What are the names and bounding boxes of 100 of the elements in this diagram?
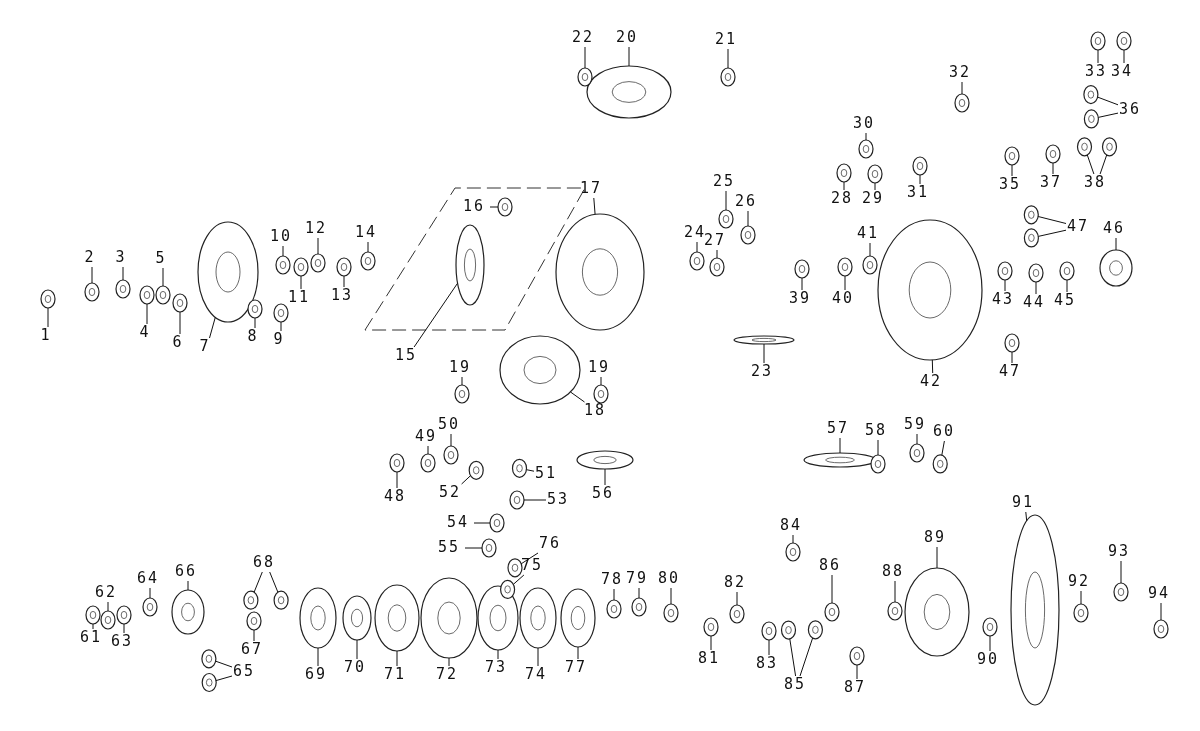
leader-line [497, 649, 499, 660]
reel-part-drawing [1073, 603, 1089, 623]
callout-number: 76 [538, 535, 563, 551]
leader-line [919, 174, 921, 185]
reel-part-drawing [454, 384, 470, 404]
callout-number: 36 [1118, 101, 1143, 117]
callout-number: 41 [856, 225, 881, 241]
reel-part-drawing [577, 67, 593, 87]
reel-part-drawing [497, 197, 513, 217]
reel-part-drawing [606, 599, 622, 619]
leader-line [215, 660, 233, 668]
leader-line [1011, 351, 1013, 364]
leader-line [628, 46, 630, 67]
reel-part-drawing [1076, 137, 1093, 157]
reel-part-drawing [912, 156, 928, 176]
leader-line [1037, 216, 1067, 224]
callout-number: 73 [484, 659, 509, 675]
reel-part-drawing [243, 590, 259, 610]
leader-line [162, 267, 164, 287]
reel-part-drawing [1116, 31, 1132, 51]
reel-part-drawing [1004, 146, 1020, 166]
leader-line [187, 580, 189, 591]
reel-part-drawing [197, 221, 259, 323]
reel-part-drawing [1099, 249, 1133, 287]
leader-line [831, 574, 833, 604]
callout-number: 75 [520, 557, 545, 573]
leader-line [584, 46, 586, 69]
callout-number: 52 [438, 484, 463, 500]
callout-number: 64 [136, 570, 161, 586]
reel-part-drawing [858, 139, 874, 159]
reel-part-drawing [836, 163, 852, 183]
leader-line [865, 132, 867, 141]
reel-part-drawing [733, 335, 795, 345]
callout-number: 49 [414, 428, 439, 444]
leader-line [577, 646, 579, 660]
leader-line [1080, 590, 1082, 605]
callout-number: 43 [991, 291, 1016, 307]
callout-number: 21 [714, 31, 739, 47]
leader-line [122, 266, 124, 281]
reel-part-drawing [1023, 205, 1039, 225]
leader-line [1037, 229, 1067, 237]
callout-number: 13 [330, 287, 355, 303]
callout-number: 88 [881, 563, 906, 579]
leader-line [1052, 162, 1054, 175]
leader-line [1097, 49, 1099, 64]
leader-line [736, 591, 738, 606]
reel-part-drawing [807, 620, 823, 640]
reel-part-drawing [1113, 582, 1129, 602]
reel-part-drawing [455, 224, 485, 306]
reel-part-drawing [40, 289, 56, 309]
reel-part-drawing [115, 279, 131, 299]
reel-part-drawing [85, 605, 101, 625]
leader-line [747, 210, 749, 227]
reel-part-drawing [663, 603, 679, 623]
callout-number: 74 [524, 666, 549, 682]
callout-number: 58 [864, 422, 889, 438]
callout-number: 7 [198, 338, 212, 354]
leader-line [464, 547, 483, 549]
callout-number: 33 [1084, 63, 1109, 79]
reel-part-drawing [500, 579, 516, 599]
reel-part-drawing [576, 450, 634, 470]
leader-line [894, 580, 896, 603]
leader-line [537, 647, 539, 667]
reel-part-drawing [1004, 333, 1020, 353]
callout-number: 84 [779, 517, 804, 533]
reel-part-drawing [171, 589, 205, 635]
callout-number: 80 [657, 570, 682, 586]
leader-line [317, 237, 319, 255]
reel-part-drawing [1083, 85, 1099, 105]
leader-line [1120, 560, 1122, 584]
leader-line [317, 647, 319, 667]
leader-line [844, 275, 846, 291]
callout-number: 23 [750, 363, 775, 379]
reel-part-drawing [374, 584, 420, 652]
reel-part-drawing [718, 209, 734, 229]
leader-line [149, 587, 151, 599]
callout-number: 44 [1022, 294, 1047, 310]
reel-part-drawing [489, 513, 505, 533]
leader-line [367, 241, 369, 253]
reel-part-drawing [1045, 144, 1061, 164]
callout-number: 65 [232, 663, 257, 679]
callout-number: 14 [354, 224, 379, 240]
leader-line [254, 317, 256, 329]
reel-part-drawing [1153, 619, 1169, 639]
reel-part-drawing [794, 259, 810, 279]
callout-number: 62 [94, 584, 119, 600]
callout-number: 19 [587, 359, 612, 375]
callout-number: 63 [110, 633, 135, 649]
reel-part-drawing [740, 225, 756, 245]
reel-part-drawing [593, 384, 609, 404]
leader-line [253, 629, 255, 642]
leader-line [282, 245, 284, 257]
reel-part-drawing [201, 672, 217, 693]
callout-number: 71 [383, 666, 408, 682]
leader-line [1086, 154, 1095, 175]
reel-part-drawing [1059, 261, 1075, 281]
leader-line [396, 471, 398, 489]
callout-number: 18 [583, 402, 608, 418]
reel-part-drawing [555, 213, 645, 331]
reel-part-drawing [887, 601, 903, 621]
